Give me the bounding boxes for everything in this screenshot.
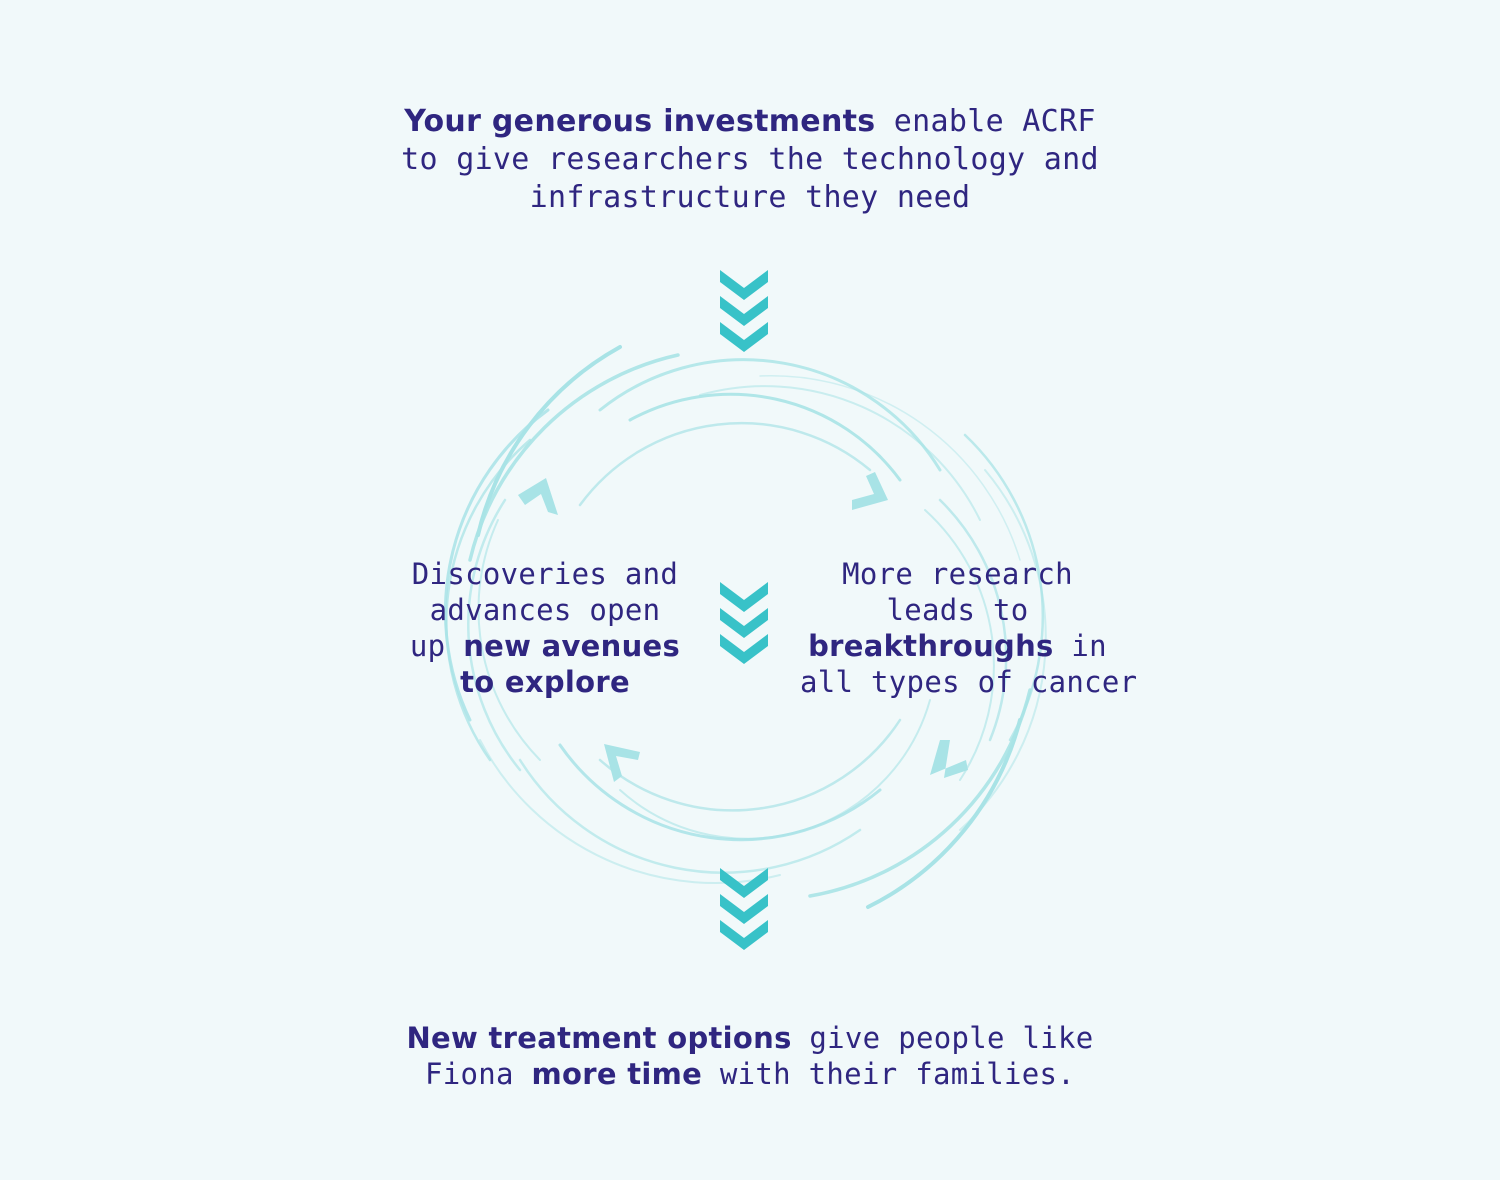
outcome-line-1: New treatment options give people like [380, 1020, 1120, 1056]
intro-line-2: to give researchers the technology and [401, 142, 1099, 177]
ring-right-2 [938, 498, 1008, 742]
bottom-chevron-down-icon [720, 868, 768, 950]
discoveries-line-4: to explore [405, 664, 685, 700]
outer-arc-bottom-right-2 [808, 688, 1032, 898]
ring-left-3 [467, 498, 522, 772]
ring-bottom-3 [518, 758, 862, 874]
intro-line-3: infrastructure they need [529, 180, 971, 215]
ring-bottom-2 [598, 718, 902, 812]
discoveries-line-3: up new avenues [405, 628, 685, 664]
arrowhead-lower-left [604, 744, 640, 782]
research-line-4: all types of cancer [800, 665, 1138, 699]
research-line-2: leads to [886, 593, 1029, 627]
research-line-3-plain: in [1053, 629, 1107, 663]
outer-arc-top-left-2 [468, 353, 680, 562]
outer-arc-bottom-right [866, 718, 1022, 909]
ring-top-4 [699, 385, 981, 521]
research-bold: breakthroughs [808, 629, 1054, 663]
ring-top-3 [578, 421, 872, 507]
outcome-line-2-rest: with their families. [702, 1057, 1076, 1091]
intro-bold: Your generous investments [404, 104, 876, 139]
ring-top-1 [598, 358, 942, 472]
ring-left-4 [477, 519, 541, 761]
center-chevron-down-icon [720, 582, 768, 664]
research-text: More research leads to breakthroughs in … [800, 556, 1138, 700]
outcome-bold-1: New treatment options [406, 1021, 792, 1055]
research-line-3: breakthroughs in [800, 628, 1115, 664]
discoveries-line-1: Discoveries and [411, 557, 679, 591]
intro-line-1-rest: enable ACRF [875, 104, 1096, 139]
ring-left-2 [445, 438, 532, 762]
outcome-bold-2: more time [531, 1057, 703, 1091]
outcome-line-2: Fiona more time with their families. [380, 1056, 1120, 1092]
outcome-line-1-rest: give people like [791, 1021, 1094, 1055]
outcome-text: New treatment options give people like F… [380, 1020, 1120, 1092]
discoveries-bold-1: new avenues [463, 629, 681, 663]
intro-line-1: Your generous investments enable ACRF [380, 103, 1120, 141]
ring-top-2 [628, 392, 902, 482]
intro-text: Your generous investments enable ACRF to… [380, 103, 1120, 217]
discoveries-text: Discoveries and advances open up new ave… [405, 556, 685, 700]
ring-bottom-1 [558, 743, 882, 842]
ring-right-4 [959, 469, 1047, 831]
arrowhead-upper-left [518, 478, 558, 515]
arrowhead-upper-right [852, 472, 888, 510]
ring-bottom-5 [619, 699, 931, 840]
arrowhead-lower-right [930, 740, 968, 778]
ring-top-5 [759, 375, 1021, 561]
discoveries-line-3-plain: up [409, 629, 464, 663]
discoveries-bold-2: to explore [460, 665, 630, 699]
outcome-line-2-plain: Fiona [424, 1057, 532, 1091]
ring-right-3 [924, 509, 995, 781]
top-chevron-down-icon [720, 270, 768, 352]
discoveries-line-2: advances open [429, 593, 661, 627]
research-line-1: More research [842, 557, 1073, 591]
